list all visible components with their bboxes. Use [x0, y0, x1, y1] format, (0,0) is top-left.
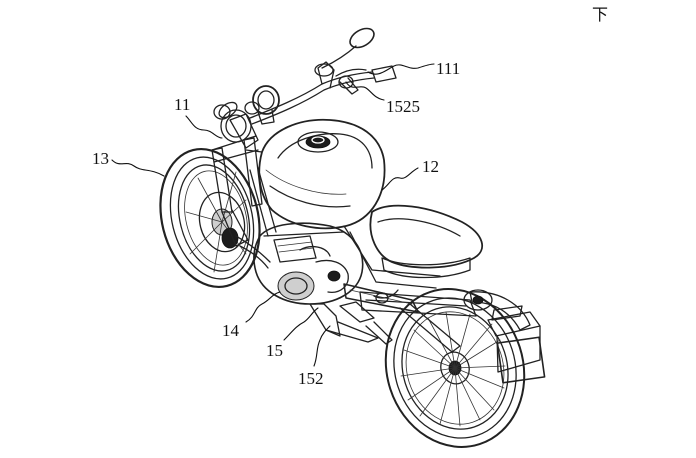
- corner-mark: 下: [592, 5, 608, 24]
- label-15: 15: [266, 341, 283, 360]
- handlebar: [249, 61, 397, 125]
- label-12: 12: [422, 157, 439, 176]
- label-11: 11: [174, 95, 190, 114]
- front-wheel: [159, 147, 261, 289]
- rear-fender: [469, 291, 546, 384]
- footpeg-assembly: [309, 289, 399, 345]
- label-13: 13: [92, 149, 109, 168]
- engine: [235, 222, 364, 305]
- label-14: 14: [222, 321, 240, 340]
- label-1525: 1525: [386, 97, 420, 116]
- seat: [369, 204, 484, 279]
- mirrors: [218, 27, 375, 119]
- label-152: 152: [298, 369, 324, 388]
- label-111: 111: [436, 59, 460, 78]
- exhaust: [343, 283, 419, 313]
- leader-lines: [111, 63, 435, 367]
- rear-wheel: [384, 288, 526, 448]
- swingarm: [359, 289, 493, 353]
- fuel-tank: [258, 118, 386, 230]
